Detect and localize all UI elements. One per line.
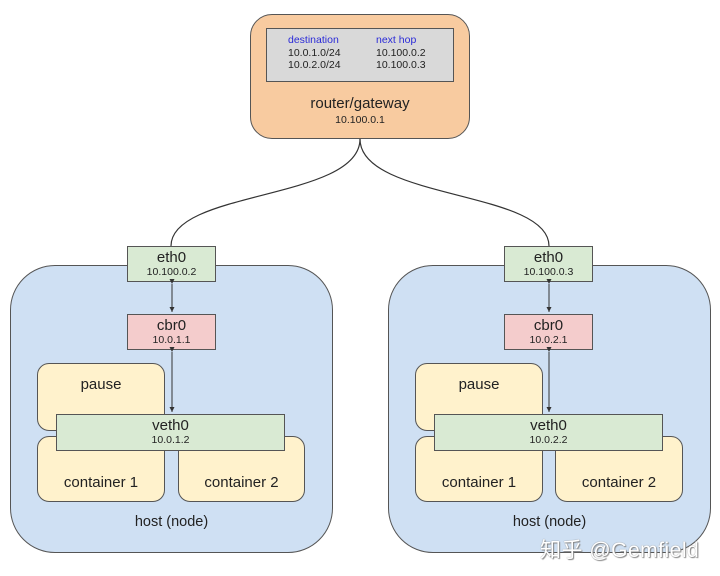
eth0-ip: 10.100.0.3 bbox=[523, 266, 574, 278]
pause-label: pause bbox=[458, 376, 500, 393]
host-label-1: host (node) bbox=[134, 514, 209, 530]
container-label: container 2 bbox=[204, 474, 279, 491]
cbr0-host-1: cbr0 10.0.1.1 bbox=[127, 314, 216, 350]
veth0-host-2: veth0 10.0.2.2 bbox=[434, 414, 663, 451]
veth0-name: veth0 bbox=[530, 417, 567, 434]
link-router-to-host1 bbox=[170, 138, 361, 247]
veth0-host-1: veth0 10.0.1.2 bbox=[56, 414, 285, 451]
veth0-name: veth0 bbox=[152, 417, 189, 434]
routing-table-nexthop-column: next hop 10.100.0.2 10.100.0.3 bbox=[376, 34, 426, 72]
routing-table-cell: 10.0.2.0/24 bbox=[288, 59, 341, 71]
routing-table-cell: 10.100.0.3 bbox=[376, 59, 426, 71]
routing-table-destination-column: destination 10.0.1.0/24 10.0.2.0/24 bbox=[288, 34, 341, 72]
link-router-to-host2 bbox=[359, 138, 550, 247]
cbr0-name: cbr0 bbox=[156, 317, 187, 334]
pause-label: pause bbox=[80, 376, 122, 393]
eth0-name: eth0 bbox=[533, 249, 564, 266]
routing-table: destination 10.0.1.0/24 10.0.2.0/24 next… bbox=[266, 28, 454, 82]
cbr0-ip: 10.0.2.1 bbox=[529, 334, 568, 346]
eth0-host-1: eth0 10.100.0.2 bbox=[127, 246, 216, 282]
router-ip: 10.100.0.1 bbox=[335, 114, 385, 126]
routing-table-header-destination: destination bbox=[288, 34, 339, 46]
eth0-name: eth0 bbox=[156, 249, 187, 266]
veth0-ip: 10.0.1.2 bbox=[151, 434, 190, 446]
veth0-ip: 10.0.2.2 bbox=[529, 434, 568, 446]
routing-table-cell: 10.100.0.2 bbox=[376, 46, 426, 59]
container-label: container 1 bbox=[63, 474, 139, 491]
cbr0-name: cbr0 bbox=[533, 317, 564, 334]
container-2-host-1: container 2 bbox=[178, 436, 305, 502]
eth0-ip: 10.100.0.2 bbox=[146, 266, 197, 278]
router-title: router/gateway bbox=[310, 95, 410, 112]
routing-table-cell: 10.0.1.0/24 bbox=[288, 46, 341, 59]
container-label: container 2 bbox=[581, 474, 657, 491]
routing-table-header-next-hop: next hop bbox=[376, 34, 417, 46]
host-label-2: host (node) bbox=[512, 514, 587, 530]
container-label: container 1 bbox=[441, 474, 517, 491]
eth0-host-2: eth0 10.100.0.3 bbox=[504, 246, 593, 282]
cbr0-ip: 10.0.1.1 bbox=[152, 334, 191, 346]
watermark: 知乎 @Gemfield bbox=[540, 539, 700, 562]
